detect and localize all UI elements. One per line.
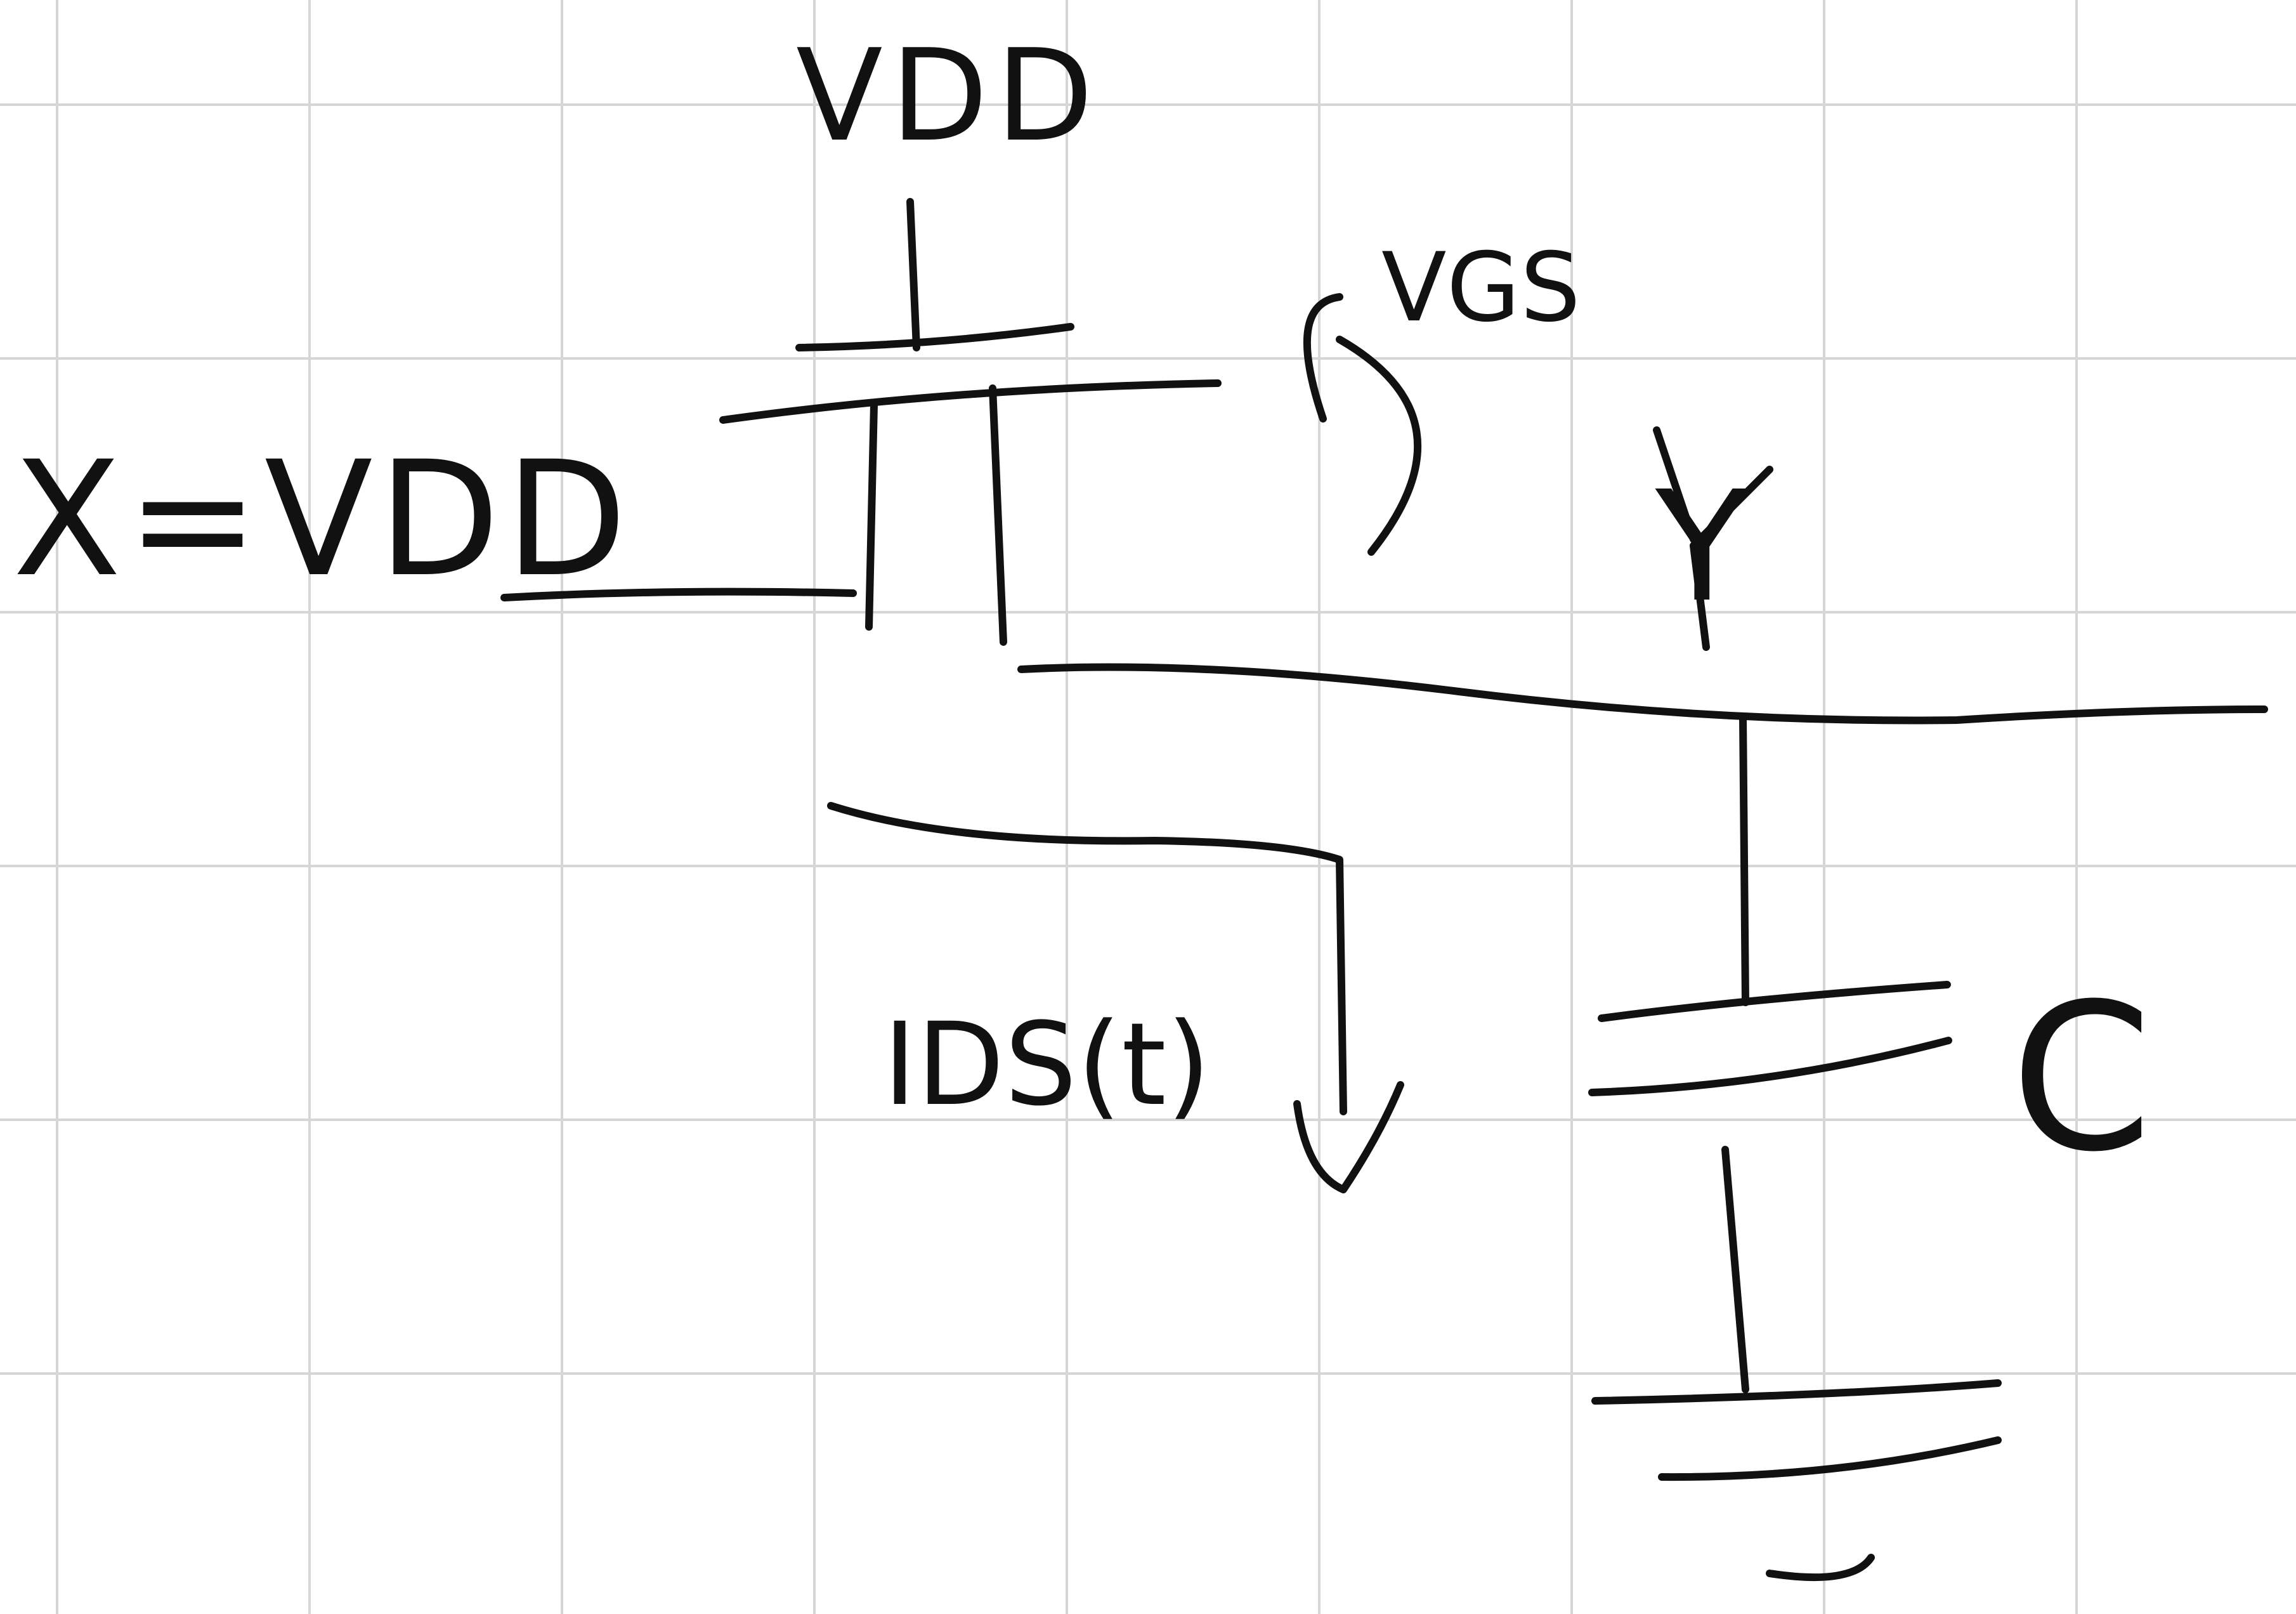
capacitor-lead-top <box>1739 713 1749 1006</box>
ground-symbol <box>1591 1379 2002 1582</box>
current-label: IDS(t) <box>883 999 1211 1131</box>
vdd-label: VDD <box>796 22 1101 170</box>
transistor-drain-bar <box>719 379 1222 424</box>
nmos-transistor <box>500 379 1222 646</box>
vgs-label: VGS <box>1381 233 1581 343</box>
vdd-supply <box>795 198 1074 351</box>
output-wire <box>1017 663 2268 725</box>
channel-line <box>989 384 1007 646</box>
current-arrow <box>827 802 1404 1193</box>
capacitor-plate-bottom <box>1588 1037 1952 1096</box>
y-arrow <box>1653 426 1773 651</box>
gate-plate <box>865 401 878 631</box>
capacitor-label: C <box>2011 961 2152 1197</box>
capacitor-plate-top <box>1598 981 1951 1022</box>
input-label: X=VDD <box>13 427 632 612</box>
capacitor <box>1588 713 1952 1393</box>
vgs-arrow <box>1303 293 1421 556</box>
gate-input-wire <box>500 587 857 601</box>
output-label: Y <box>1655 458 1749 636</box>
capacitor-lead-bottom <box>1721 1146 1749 1393</box>
